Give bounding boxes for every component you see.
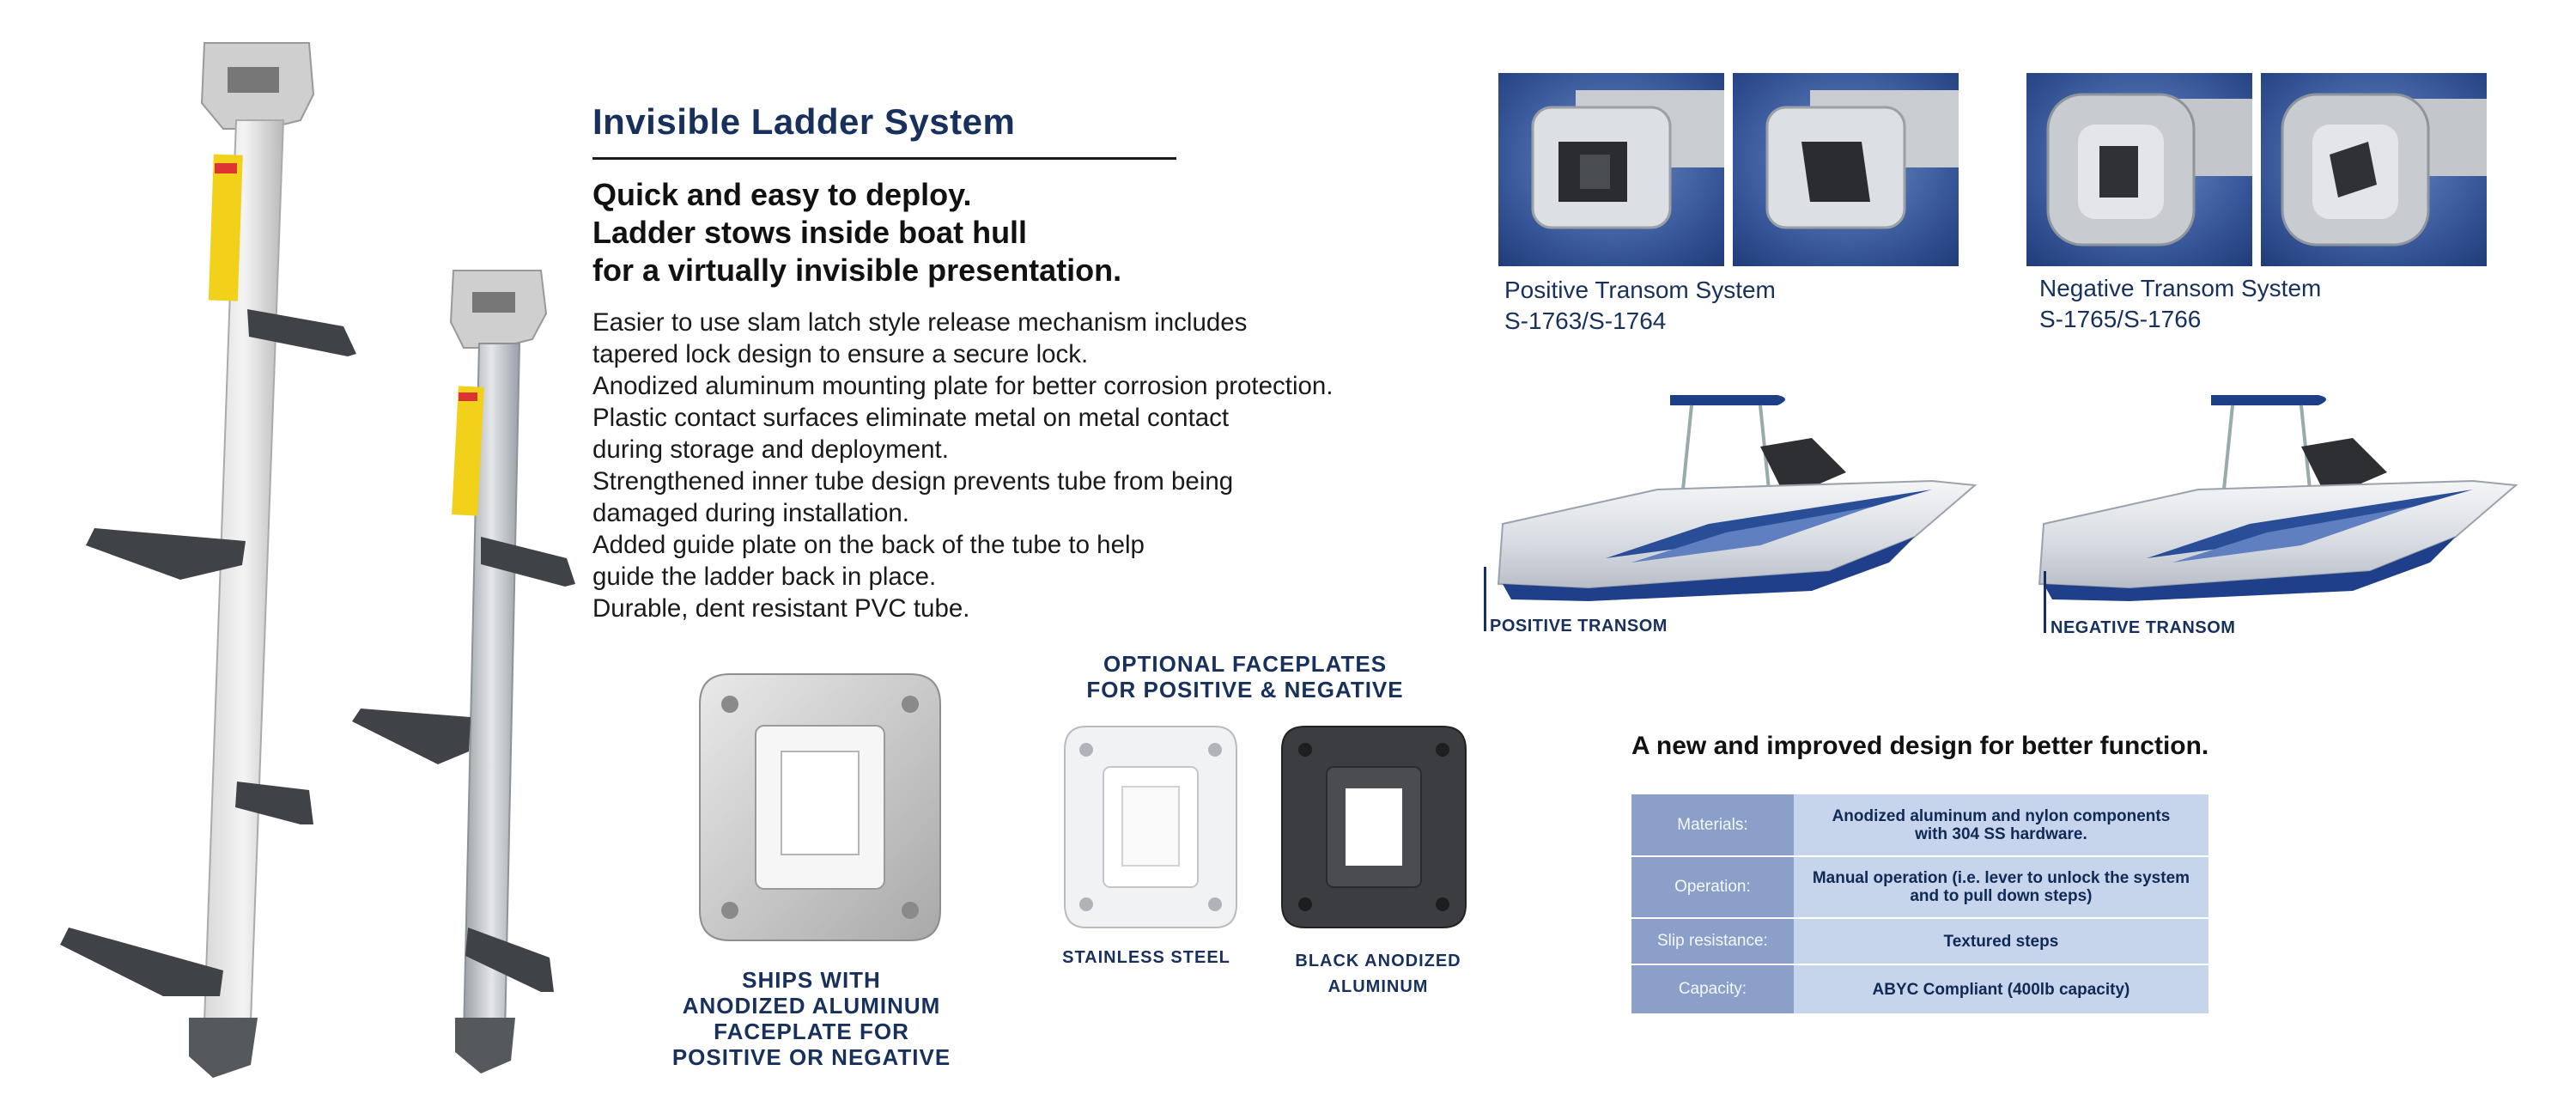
feature-line: Plastic contact surfaces eliminate metal… xyxy=(592,404,1230,432)
faceplate-anodized-image xyxy=(696,666,945,953)
spec-value: ABYC Compliant (400lb capacity) xyxy=(1793,964,2208,1014)
negative-transom-photo-2 xyxy=(2261,73,2487,271)
headline: Quick and easy to deploy. Ladder stows i… xyxy=(592,176,1211,289)
black-anodized-label: BLACK ANODIZED ALUMINUM xyxy=(1279,948,1477,1000)
transom-system-name: Positive Transom System xyxy=(1504,277,1776,303)
spec-value-line: and to pull down steps) xyxy=(1910,887,2093,905)
feature-line: during storage and deployment. xyxy=(592,435,949,464)
spec-value-line: with 304 SS hardware. xyxy=(1915,824,2087,843)
headline-line: Ladder stows inside boat hull xyxy=(592,215,1028,250)
positive-transom-boat-label: POSITIVE TRANSOM xyxy=(1490,617,1668,636)
caption-line: ALUMINUM xyxy=(1327,977,1429,996)
faceplate-black-image xyxy=(1275,720,1473,939)
caption-line: ANODIZED ALUMINUM xyxy=(682,993,941,1019)
negative-transom-caption: Negative Transom System S-1765/S-1766 xyxy=(2039,273,2321,335)
spec-label: Materials: xyxy=(1631,794,1794,856)
caption-line: SHIPS WITH xyxy=(742,967,881,993)
negative-transom-boat-image xyxy=(2026,386,2524,614)
ladder-short-image xyxy=(343,262,592,1086)
positive-transom-photo-1 xyxy=(1498,73,1724,271)
feature-line: Easier to use slam latch style release m… xyxy=(592,308,1248,337)
title-divider xyxy=(592,157,1176,160)
table-row: Materials: Anodized aluminum and nylon c… xyxy=(1631,794,2208,856)
table-row: Operation: Manual operation (i.e. lever … xyxy=(1631,856,2208,918)
spec-table: Materials: Anodized aluminum and nylon c… xyxy=(1631,794,2208,1015)
spec-value-line: Anodized aluminum and nylon components xyxy=(1832,806,2171,825)
improved-design-heading: A new and improved design for better fun… xyxy=(1631,732,2209,760)
table-row: Capacity: ABYC Compliant (400lb capacity… xyxy=(1631,964,2208,1014)
feature-line: tapered lock design to ensure a secure l… xyxy=(592,340,1089,368)
headline-line: Quick and easy to deploy. xyxy=(592,177,972,212)
faceplate-stainless-image xyxy=(1060,720,1241,939)
transom-system-name: Negative Transom System xyxy=(2039,275,2322,301)
positive-transom-photo-2 xyxy=(1733,73,1959,271)
ladder-tall-image xyxy=(52,34,378,1091)
ships-with-caption: SHIPS WITH ANODIZED ALUMINUM FACEPLATE F… xyxy=(627,967,996,1070)
spec-label: Operation: xyxy=(1631,856,1794,918)
transom-part-number: S-1765/S-1766 xyxy=(2039,306,2202,332)
feature-line: Strengthened inner tube design prevents … xyxy=(592,467,1234,496)
negative-transom-boat-label: NEGATIVE TRANSOM xyxy=(2050,618,2236,637)
feature-line: guide the ladder back in place. xyxy=(592,563,937,591)
spec-value: Manual operation (i.e. lever to unlock t… xyxy=(1793,856,2208,918)
caption-line: POSITIVE OR NEGATIVE xyxy=(671,1044,951,1070)
negative-transom-pointer xyxy=(2044,571,2046,633)
positive-transom-pointer xyxy=(1484,567,1486,631)
feature-line: Added guide plate on the back of the tub… xyxy=(592,531,1145,559)
spec-label: Capacity: xyxy=(1631,964,1794,1014)
feature-line: damaged during installation. xyxy=(592,499,909,527)
positive-transom-caption: Positive Transom System S-1763/S-1764 xyxy=(1504,275,1776,337)
spec-value: Textured steps xyxy=(1793,918,2208,964)
caption-line: OPTIONAL FACEPLATES xyxy=(1103,651,1388,677)
negative-transom-photo-1 xyxy=(2026,73,2252,271)
page-title: Invisible Ladder System xyxy=(592,101,1016,142)
stainless-steel-label: STAINLESS STEEL xyxy=(1062,948,1230,967)
spec-value-line: Manual operation (i.e. lever to unlock t… xyxy=(1812,869,2190,887)
feature-line: Durable, dent resistant PVC tube. xyxy=(592,594,970,623)
caption-line: BLACK ANODIZED xyxy=(1295,952,1461,970)
optional-faceplates-caption: OPTIONAL FACEPLATES FOR POSITIVE & NEGAT… xyxy=(1056,651,1434,703)
feature-list: Easier to use slam latch style release m… xyxy=(592,307,1417,624)
spec-value: Anodized aluminum and nylon components w… xyxy=(1793,794,2208,856)
feature-line: Anodized aluminum mounting plate for bet… xyxy=(592,372,1334,400)
headline-line: for a virtually invisible presentation. xyxy=(592,252,1122,288)
transom-part-number: S-1763/S-1764 xyxy=(1504,307,1667,334)
spec-label: Slip resistance: xyxy=(1631,918,1794,964)
table-row: Slip resistance: Textured steps xyxy=(1631,918,2208,964)
positive-transom-boat-image xyxy=(1485,386,1984,614)
caption-line: FOR POSITIVE & NEGATIVE xyxy=(1086,677,1404,703)
caption-line: FACEPLATE FOR xyxy=(714,1019,909,1044)
